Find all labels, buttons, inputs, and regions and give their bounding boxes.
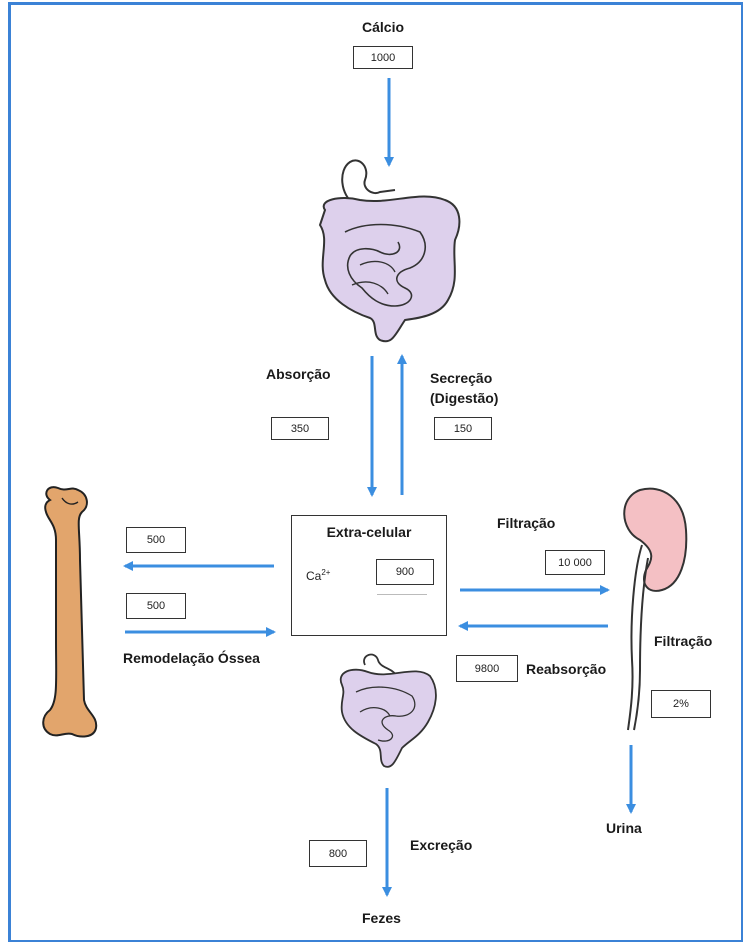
- extracellular-value: 900: [376, 559, 434, 585]
- reabsorcao-label: Reabsorção: [526, 661, 606, 677]
- remodelacao-label: Remodelação Óssea: [123, 650, 260, 666]
- excretion-value: 800: [309, 840, 367, 867]
- secrecao-label: Secreção: [430, 370, 492, 386]
- reabsorption-value: 9800: [456, 655, 518, 682]
- extracellular-title: Extra-celular: [292, 524, 446, 540]
- intake-value: 1000: [353, 46, 413, 69]
- bone-in-value: 500: [126, 593, 186, 619]
- extracellular-box: Extra-celular Ca2+ 900: [291, 515, 447, 636]
- bone-icon: [43, 487, 96, 736]
- absorcao-label: Absorção: [266, 366, 331, 382]
- urine-fraction-value: 2%: [651, 690, 711, 718]
- extracellular-divider: [377, 594, 427, 595]
- filtracao-top-label: Filtração: [497, 515, 555, 531]
- calcium-ion-label: Ca2+: [306, 568, 330, 583]
- absorption-value: 350: [271, 417, 329, 440]
- urina-label: Urina: [606, 820, 642, 836]
- large-intestine-icon: [320, 160, 459, 341]
- digestao-label: (Digestão): [430, 390, 498, 406]
- secretion-value: 150: [434, 417, 492, 440]
- calcio-label: Cálcio: [362, 19, 404, 35]
- fezes-label: Fezes: [362, 910, 401, 926]
- filtracao-right-label: Filtração: [654, 633, 712, 649]
- filtration-value: 10 000: [545, 550, 605, 575]
- excrecao-label: Excreção: [410, 837, 472, 853]
- small-intestine-icon: [341, 655, 436, 767]
- bone-out-value: 500: [126, 527, 186, 553]
